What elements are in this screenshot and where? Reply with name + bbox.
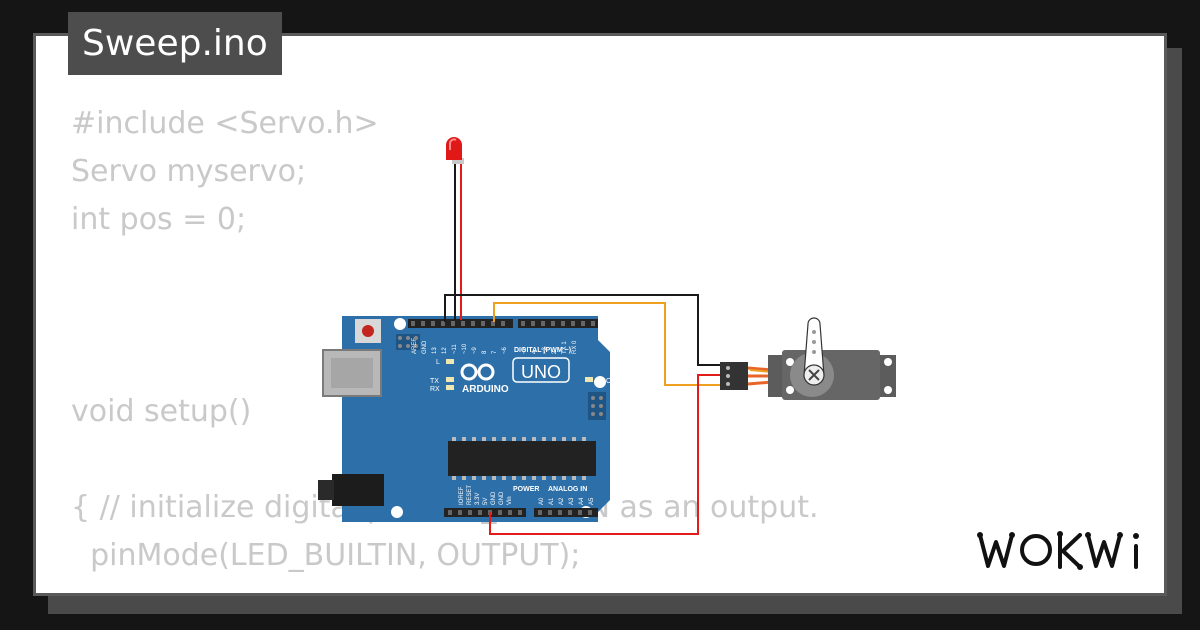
power-pin-label: RESET [467,485,473,505]
digital-label: DIGITAL (PWM ~) [514,347,571,354]
digital-pin-label: ~3 [542,346,548,354]
wires [444,160,724,535]
analog-label: ANALOG IN [548,486,587,493]
red-led[interactable] [446,137,464,164]
analog-pin-label: A4 [579,497,585,505]
microcontroller-chip [448,441,596,476]
code-line: int pos = 0; [71,202,247,237]
analog-pin-label: A2 [559,497,565,505]
arduino-logo-icon [460,363,495,381]
digital-pin-label: ~11 [452,344,458,354]
digital-pin-label: ~6 [502,346,508,354]
digital-pin-label: 2 [552,350,558,354]
mounting-hole [391,506,403,518]
analog-pin-label: A0 [539,497,545,505]
sketch-filename: Sweep.ino [68,12,282,75]
power-pin-label: GND [499,491,505,505]
servo-power-wire [489,374,724,535]
digital-pin-label: TX 1 [562,341,568,354]
power-pin-label: IOREF [459,486,465,505]
rx-label: RX [430,386,440,393]
digital-pin-label: 4 [532,350,538,354]
digital-pin-label: 13 [432,347,438,354]
preview-card: #include <Servo.h> Servo myservo; int po… [33,33,1167,596]
mounting-hole [394,318,406,330]
digital-pin-label: 8 [482,350,488,354]
digital-pin-label: RX 0 [572,340,578,354]
board-name: UNO [521,362,561,382]
digital-pin-label: ~9 [472,346,478,354]
tx-label: TX [430,378,439,385]
power-pin-label: 3.3V [475,493,481,505]
wokwi-logo-icon [977,531,1139,570]
power-label: POWER [513,486,539,493]
power-jack [332,474,384,506]
code-line: pinMode(LED_BUILTIN, OUTPUT); [71,538,581,573]
digital-pin-label: ~10 [462,343,468,354]
servo-ground-wire [444,294,724,366]
l-label: L [436,359,440,366]
digital-pin-label: GND [422,340,428,354]
analog-pin-label: A3 [569,497,575,505]
on-label: ON [606,378,617,385]
analog-pin-label: A5 [589,497,595,505]
servo-motor[interactable] [720,317,896,400]
power-pin-label: 5V [483,498,489,505]
code-line: #include <Servo.h> [71,106,379,141]
digital-pin-label: ~5 [522,346,528,354]
digital-pin-label: 7 [492,350,498,354]
servo-signal-wire [493,302,724,386]
power-pin-label: GND [491,491,497,505]
code-line: Servo myservo; [71,154,307,189]
code-line: void setup() [71,394,252,429]
brand-label: ARDUINO [462,384,509,395]
mounting-hole [594,376,606,388]
power-pin-label: Vin [507,496,513,505]
digital-pin-label: AREF [412,338,418,354]
digital-pin-label: 12 [442,347,448,354]
analog-pin-label: A1 [549,497,555,505]
arduino-uno-board[interactable]: DIGITAL (PWM ~) L TX RX ON ARDUINO UNO [318,316,617,522]
